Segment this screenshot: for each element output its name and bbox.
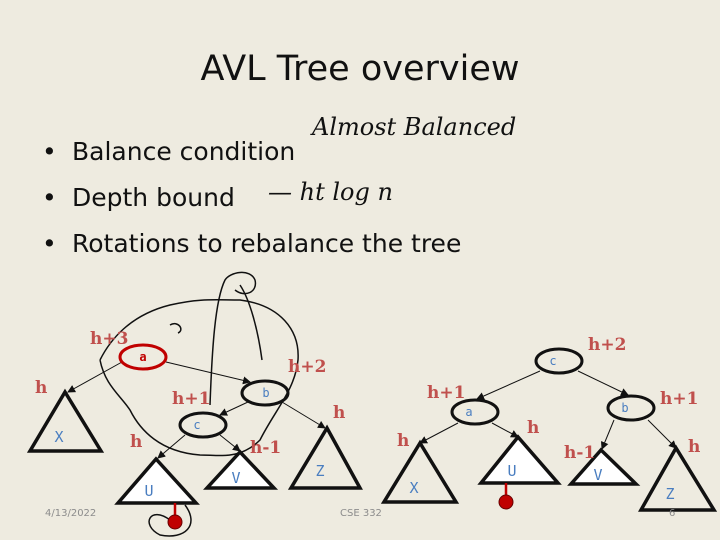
bullet-marker: • [42, 183, 57, 212]
slide-title: AVL Tree overview [201, 49, 520, 89]
subtree-z-label: Z [665, 485, 674, 503]
height-label: h-1 [564, 443, 595, 463]
footer-page-number: 6 [669, 508, 675, 519]
subtree-v [567, 447, 641, 486]
subtree-v [203, 449, 279, 490]
footer-date: 4/13/2022 [45, 508, 96, 519]
bullet-rotations: Rotations to rebalance the tree [72, 229, 461, 258]
node-a-label: a [465, 405, 472, 419]
handwritten-almost-balanced: Almost Balanced [310, 113, 516, 141]
node-a [118, 343, 168, 371]
height-label: h [333, 403, 345, 423]
node-c-label: c [193, 418, 200, 432]
height-label: h-1 [250, 438, 281, 458]
bullet-list: • Balance condition • Depth bound • Rota… [42, 137, 461, 258]
subtree-z-label: Z [315, 462, 324, 480]
height-label: h [130, 432, 142, 452]
subtree-x [380, 439, 460, 504]
node-b-label: b [621, 401, 628, 415]
left-tree: a b c X U V Z h+3 h+2 h+1 h h h-1 h [26, 329, 363, 530]
node-c [534, 347, 584, 375]
height-label: h+3 [90, 329, 128, 349]
handwritten-depth-note: — ht log n [268, 178, 393, 206]
right-tree: c a b X U V Z h+2 h+1 h+1 h h h-1 h [380, 335, 718, 512]
height-label: h [35, 378, 47, 398]
node-b [240, 379, 290, 407]
node-b [606, 394, 656, 422]
subtree-x [26, 388, 105, 453]
height-label: h [688, 437, 700, 457]
node-c [178, 411, 228, 439]
subtree-u-label: U [144, 482, 153, 500]
height-label: h+1 [172, 389, 210, 409]
height-label: h [527, 418, 539, 438]
subtree-z [638, 444, 718, 512]
node-a [450, 398, 500, 426]
node-a-label: a [139, 350, 146, 364]
handwritten-scribble [99, 271, 299, 537]
node-c-label: c [549, 354, 556, 368]
height-label: h+2 [588, 335, 626, 355]
subtree-v-label: V [231, 469, 240, 487]
subtree-z [287, 424, 363, 490]
inserted-node [498, 494, 514, 510]
bullet-balance: Balance condition [72, 137, 295, 166]
subtree-v-label: V [593, 466, 602, 484]
node-b-label: b [262, 386, 269, 400]
subtree-u [114, 456, 200, 505]
bullet-marker: • [42, 229, 57, 258]
height-label: h+1 [427, 383, 465, 403]
footer-course: CSE 332 [340, 508, 382, 519]
bullet-marker: • [42, 137, 57, 166]
height-label: h+2 [288, 357, 326, 377]
height-label: h+1 [660, 389, 698, 409]
subtree-x-label: X [409, 479, 418, 497]
height-label: h [397, 431, 409, 451]
subtree-u-label: U [507, 462, 516, 480]
inserted-node [167, 514, 183, 530]
subtree-x-label: X [54, 428, 63, 446]
subtree-u [477, 434, 562, 485]
bullet-depth: Depth bound [72, 183, 235, 212]
